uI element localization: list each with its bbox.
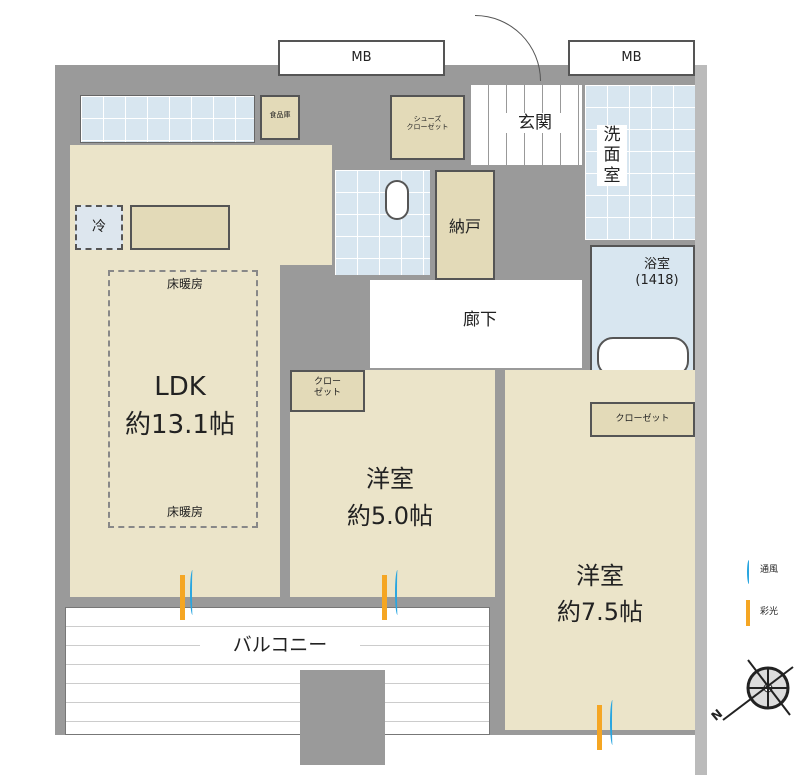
kitchen-cabinet (130, 205, 230, 250)
storage-label: 納戸 (448, 217, 481, 236)
western-room-2-name: 洋室 (576, 562, 624, 590)
closet-right: クローゼット (590, 402, 695, 437)
toilet-bowl-icon (385, 180, 409, 220)
pillar-overlay (300, 670, 385, 765)
western-room-1-size: 約5.0帖 (346, 502, 434, 530)
mb-right-label: MB (621, 50, 642, 65)
legend-ventilation-label: 通風 (760, 565, 779, 575)
washroom-label: 洗 面 室 (597, 125, 627, 187)
hallway: 廊下 (370, 280, 582, 368)
right-wall (695, 65, 707, 775)
kitchen-counter (80, 95, 255, 143)
compass-icon (722, 659, 794, 721)
daylight-icon (597, 705, 602, 750)
bathroom: 浴室 (1418) (590, 245, 695, 385)
ldk-size: 約13.1帖 (125, 410, 235, 440)
fridge-label: 冷 (92, 219, 106, 235)
floor-heating-label: 床暖房 (166, 505, 203, 519)
storage-room: 納戸 (435, 170, 495, 280)
mb-right: MB (568, 40, 695, 76)
mb-left: MB (278, 40, 445, 76)
entrance: 玄関 (470, 85, 582, 165)
shoe-closet-label: シューズ クローゼット (406, 115, 449, 132)
mb-left-label: MB (351, 50, 372, 65)
toilet (335, 170, 430, 275)
hallway-label: 廊下 (463, 310, 497, 330)
pantry-label: 食品庫 (269, 111, 291, 119)
ventilation-icon (610, 700, 615, 745)
ventilation-icon (395, 570, 400, 615)
balcony-label: バルコニー (200, 634, 360, 657)
ldk-name: LDK (154, 372, 206, 402)
balcony (65, 607, 490, 735)
entrance-label: 玄関 (505, 113, 565, 134)
pantry: 食品庫 (260, 95, 300, 140)
closet-right-label: クローゼット (615, 414, 670, 424)
legend-daylight-label: 彩光 (760, 607, 779, 617)
bath-label: 浴室 (1418) (635, 257, 679, 288)
ventilation-icon (190, 570, 195, 615)
western-room-1-name: 洋室 (366, 465, 414, 493)
legend-daylight-icon (746, 600, 750, 626)
floor-heating-area (108, 270, 258, 528)
legend-ventilation-icon (747, 560, 751, 584)
western-room-2-size: 約7.5帖 (556, 598, 644, 626)
closet-small: クロー ゼット (290, 370, 365, 412)
fridge: 冷 (75, 205, 123, 250)
floor-heating-label: 床暖房 (166, 277, 203, 291)
washroom: 洗 面 室 (585, 85, 695, 240)
daylight-icon (180, 575, 185, 620)
daylight-icon (382, 575, 387, 620)
entrance-door[interactable] (475, 15, 541, 81)
closet-small-label: クロー ゼット (313, 377, 341, 398)
shoe-closet: シューズ クローゼット (390, 95, 465, 160)
